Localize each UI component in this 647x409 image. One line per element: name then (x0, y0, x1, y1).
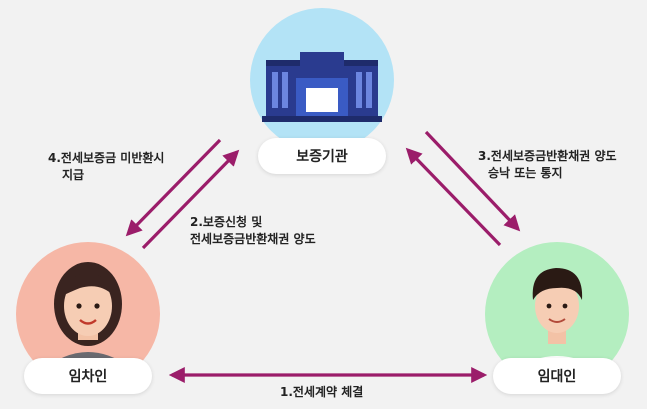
landlord-label: 임대인 (493, 358, 621, 394)
step-3-line-2: 승낙 또는 통지 (488, 166, 563, 180)
tenant-label: 임차인 (24, 358, 152, 394)
building-icon (262, 52, 382, 122)
step-4-line-1: 4.전세보증금 미반환시 (48, 151, 165, 165)
agency-label: 보증기관 (258, 138, 386, 174)
step-3-line-1: 3.전세보증금반환채권 양도 (478, 149, 617, 163)
step-4-line-2: 지급 (62, 168, 85, 182)
step-4-label: 4.전세보증금 미반환시 지급 (48, 150, 164, 184)
arrow-tenant-to-agency (141, 149, 240, 250)
step-2-label: 2.보증신청 및 전세보증금반환채권 양도 (176, 214, 316, 248)
arrow-agency-to-landlord (424, 130, 521, 232)
step-2-line-2: 전세보증금반환채권 양도 (190, 232, 316, 246)
arrow-landlord-to-agency (405, 147, 502, 247)
step-1-line-1: 1.전세계약 체결 (280, 385, 364, 399)
step-3-label: 3.전세보증금반환채권 양도 승낙 또는 통지 (478, 148, 617, 182)
step-1-label: 1.전세계약 체결 (280, 384, 363, 401)
step-2-line-1: 2.보증신청 및 (190, 215, 263, 229)
arrow-agency-to-tenant (125, 138, 222, 237)
